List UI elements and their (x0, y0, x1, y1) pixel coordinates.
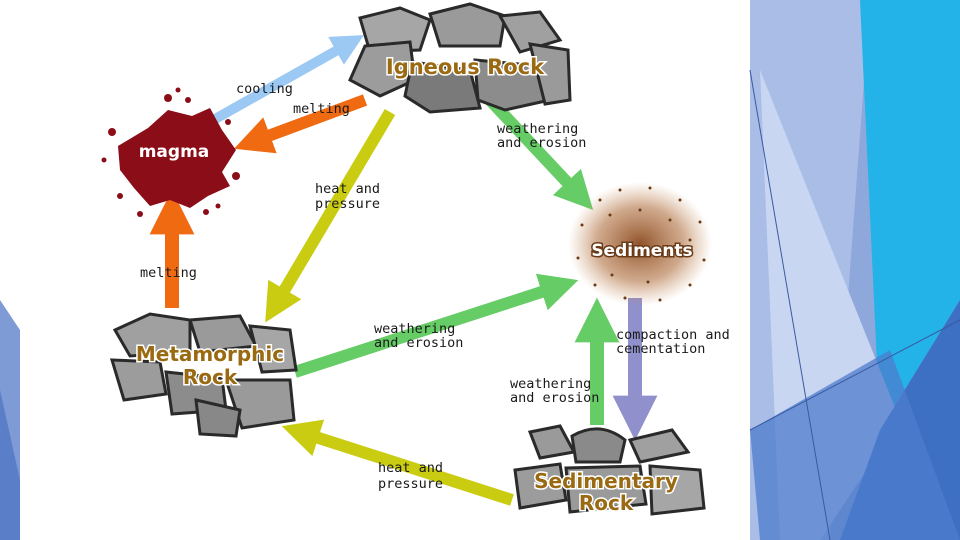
cooling-arrow (205, 35, 364, 128)
weathering-label-bottom-1: weathering (510, 376, 591, 392)
weathering-arrow-to-sediments-mid (293, 273, 579, 378)
heat-pressure-label-bottom-1: heat and (378, 460, 443, 476)
sediments-blob (568, 182, 712, 306)
melting-label-top: melting (293, 101, 350, 117)
melting-label-left: melting (140, 265, 197, 281)
metamorphic-rock-pile (109, 312, 298, 438)
compaction-label-1: compaction and (616, 327, 730, 343)
metamorphic-rock-label-line1: Metamorphic (136, 342, 284, 366)
melting-arrow-top (234, 94, 368, 154)
sediments-label: Sediments (591, 241, 692, 261)
metamorphic-rock-label-line2: Rock (183, 365, 238, 389)
weathering-arrow-to-sediments-top (485, 95, 594, 211)
weathering-label-bottom-2: and erosion (510, 390, 599, 406)
weathering-label-mid-2: and erosion (374, 335, 463, 351)
heat-pressure-label-top-1: heat and (315, 181, 380, 197)
heat-pressure-label-bottom-2: pressure (378, 476, 443, 492)
process-labels: cooling melting weathering and erosion h… (140, 81, 730, 492)
cooling-label: cooling (236, 81, 293, 97)
magma-label: magma (139, 142, 210, 162)
compaction-label-2: cementation (616, 341, 705, 357)
heat-pressure-label-top-2: pressure (315, 196, 380, 212)
igneous-rock-pile (348, 2, 572, 114)
igneous-rock-label: Igneous Rock (386, 55, 545, 79)
weathering-label-mid-1: weathering (374, 321, 455, 337)
sedimentary-rock-pile (513, 424, 706, 516)
heat-pressure-arrow-bottom (281, 419, 514, 506)
heat-pressure-arrow-top (265, 108, 396, 323)
weathering-label-top-1: weathering (497, 121, 578, 137)
process-arrows (149, 35, 658, 506)
magma-blob (101, 87, 240, 217)
sedimentary-rock-label-line1: Sedimentary (534, 469, 678, 493)
weathering-label-top-2: and erosion (497, 135, 586, 151)
sedimentary-rock-label-line2: Rock (579, 491, 634, 515)
